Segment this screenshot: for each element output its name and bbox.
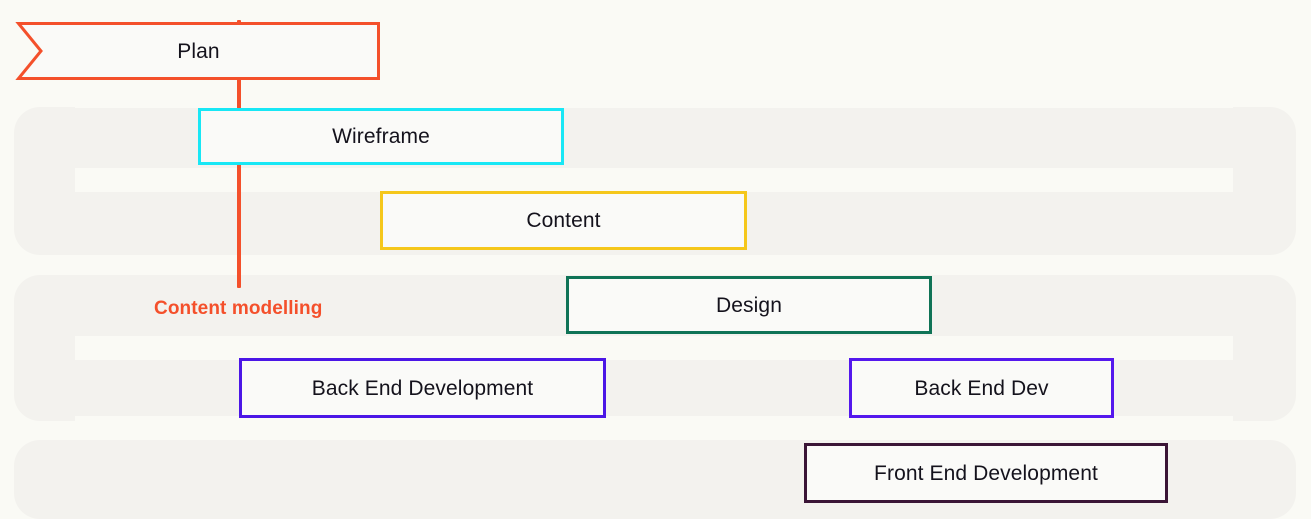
gantt-bar-front-end-development[interactable]: Front End Development	[804, 443, 1168, 503]
gantt-bar-label-back-end-dev: Back End Dev	[914, 376, 1049, 400]
row-band-strip-0	[75, 84, 1233, 108]
milestone-label-content-modelling: Content modelling	[154, 298, 323, 319]
gantt-bar-back-end-dev[interactable]: Back End Dev	[849, 358, 1114, 418]
gantt-bar-label-content: Content	[526, 209, 601, 232]
gantt-bar-label-wireframe: Wireframe	[332, 125, 430, 148]
gantt-bar-back-end-development[interactable]: Back End Development	[239, 358, 606, 418]
gantt-bar-plan[interactable]: Plan	[17, 22, 380, 80]
row-band-strip-1	[75, 168, 1233, 192]
gantt-bar-design[interactable]: Design	[566, 276, 932, 334]
gantt-bar-content[interactable]: Content	[380, 191, 747, 250]
gantt-bar-label-design: Design	[716, 293, 782, 317]
gantt-bar-label-back-end-development: Back End Development	[311, 376, 534, 400]
gantt-bar-label-plan: Plan	[177, 39, 220, 63]
gantt-bar-wireframe[interactable]: Wireframe	[198, 108, 564, 165]
gantt-bar-label-front-end-development: Front End Development	[874, 461, 1098, 485]
row-band-strip-2	[75, 336, 1233, 360]
row-band-strip-3	[75, 416, 1233, 440]
plan-ribbon-shape	[17, 22, 380, 80]
